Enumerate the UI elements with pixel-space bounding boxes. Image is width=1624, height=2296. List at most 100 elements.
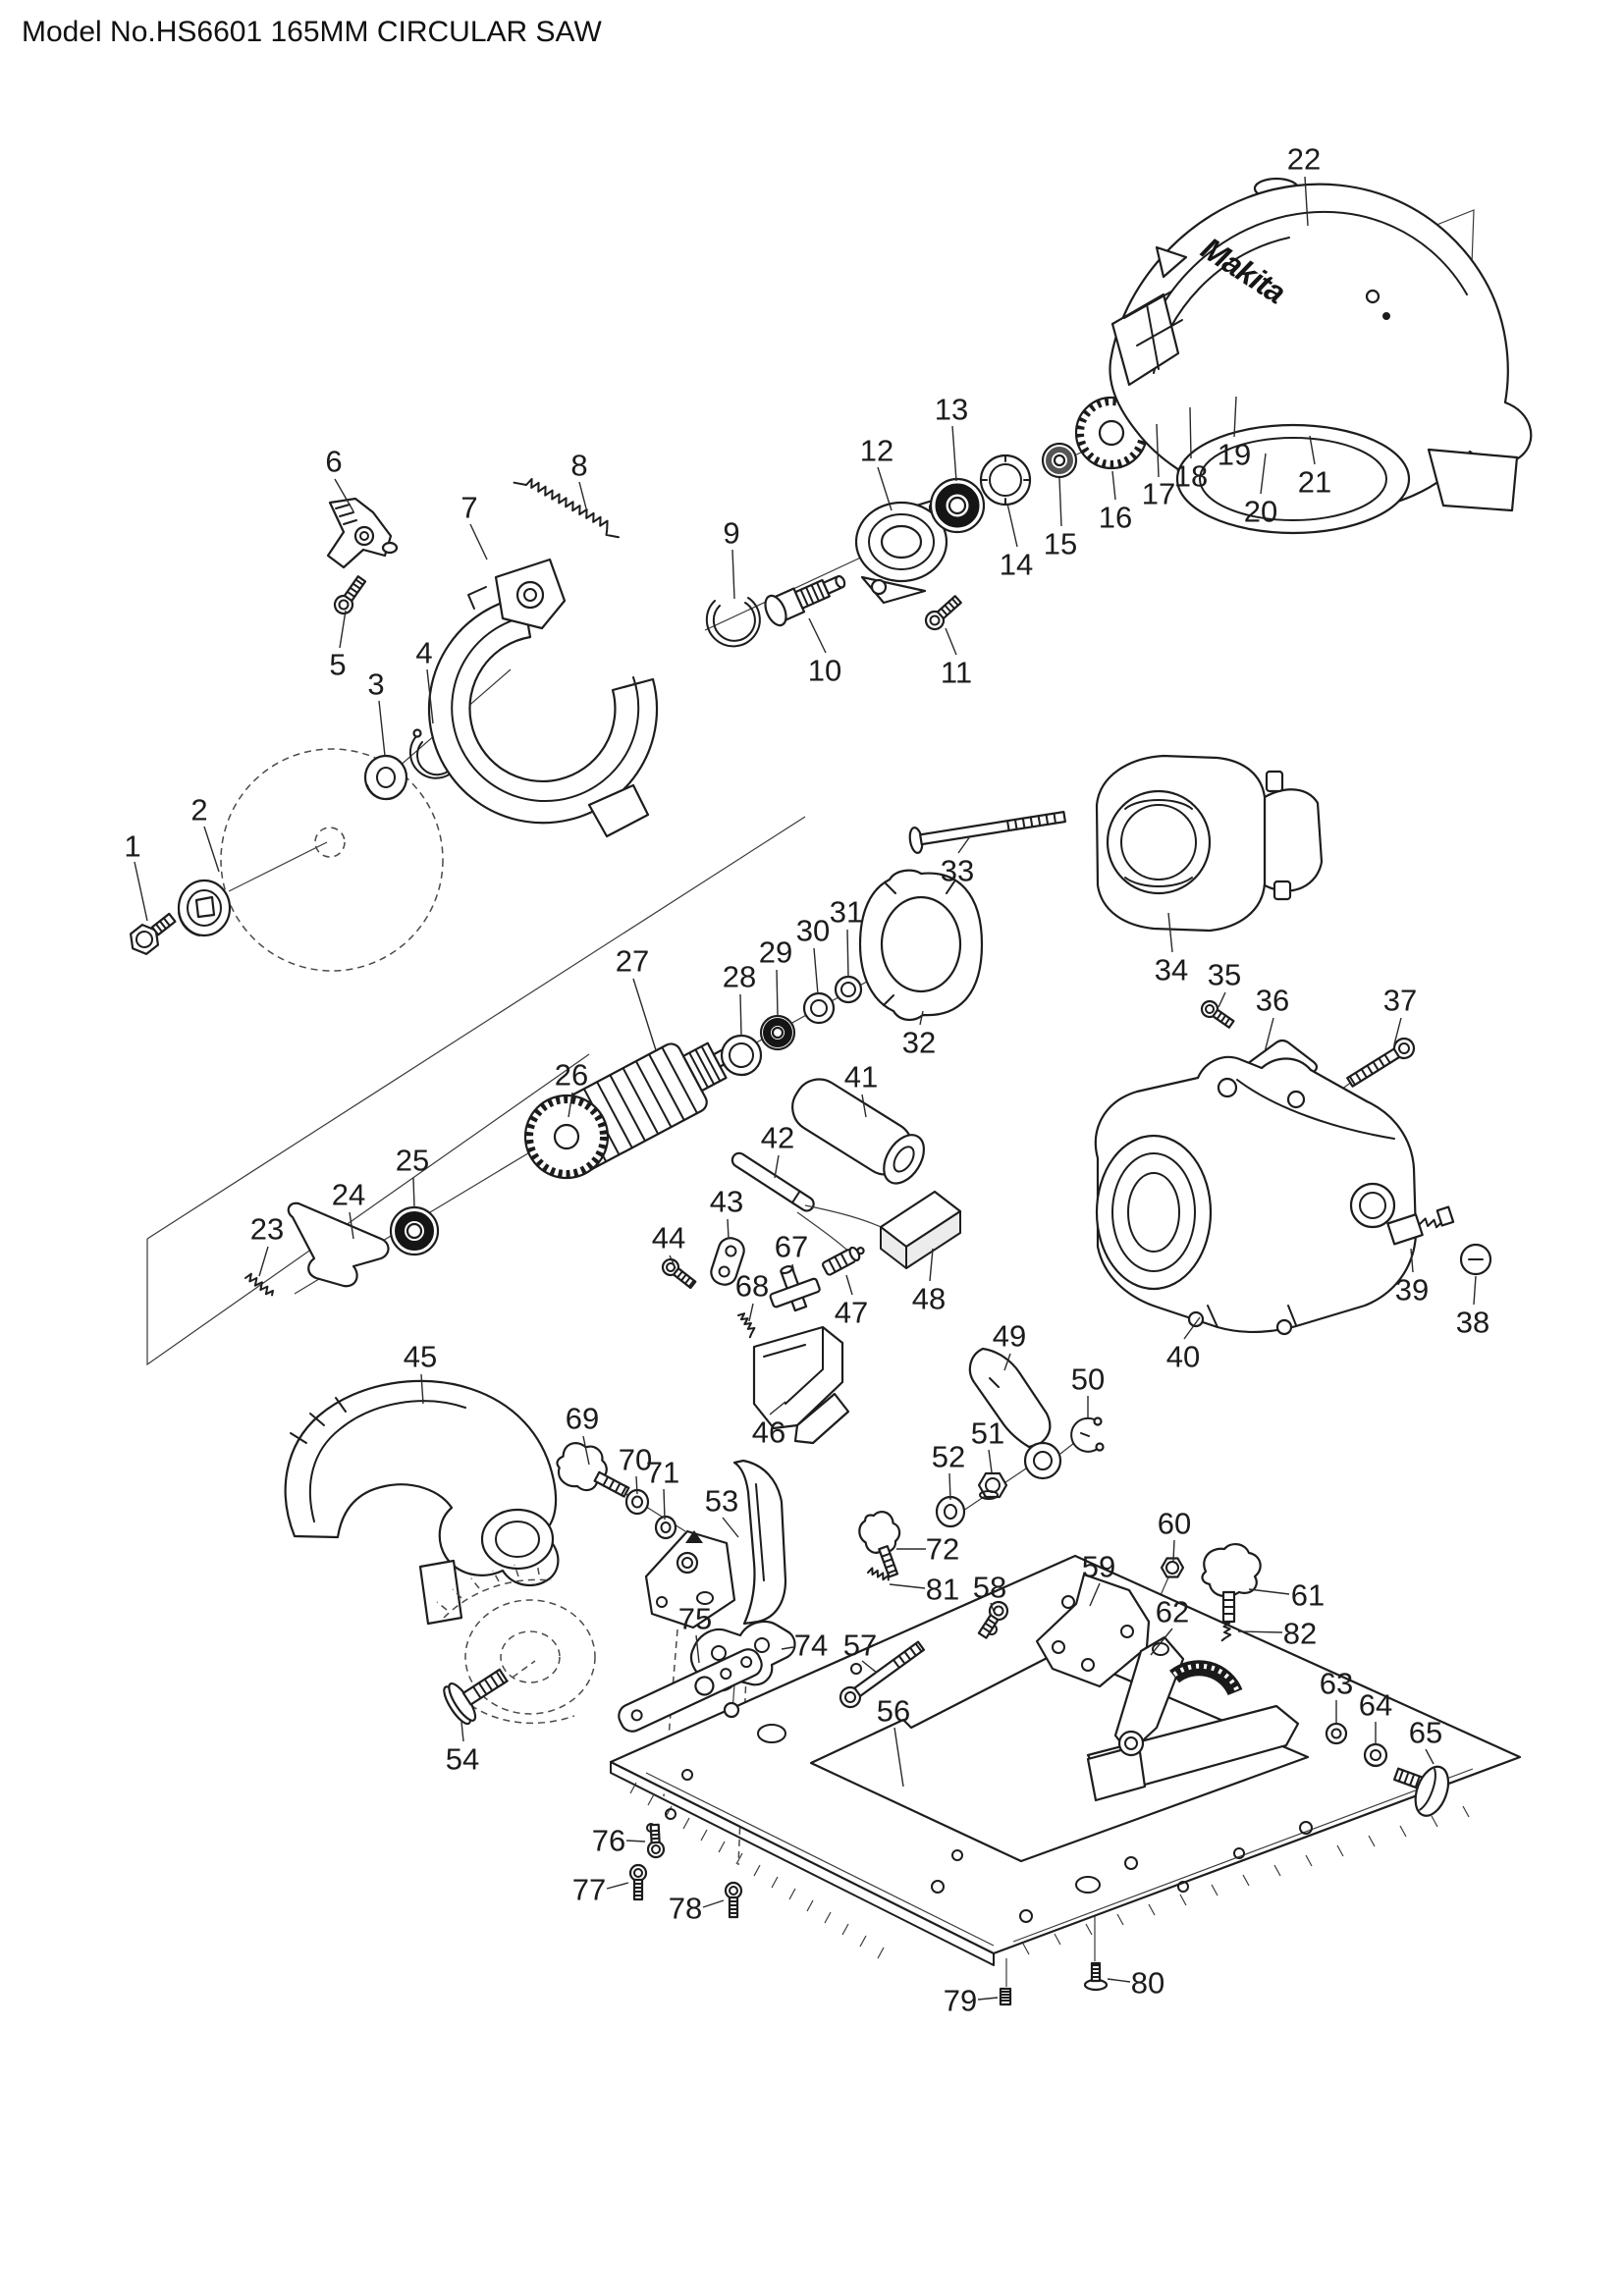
part-label-48: 48 (912, 1282, 946, 1316)
leader-line-29 (776, 969, 779, 1017)
leader-line-54 (460, 1721, 464, 1742)
part-label-70: 70 (619, 1443, 652, 1477)
leader-line-4 (426, 668, 434, 724)
leader-lines (134, 176, 1477, 2001)
part-label-14: 14 (1000, 548, 1033, 582)
part-label-8: 8 (570, 449, 587, 483)
leader-line-2 (203, 826, 220, 873)
connector-47-drawing (822, 1246, 865, 1276)
part-label-72: 72 (926, 1532, 959, 1567)
leader-line-62 (1150, 1628, 1173, 1656)
leader-line-44 (669, 1255, 677, 1269)
spring-8-drawing (513, 477, 620, 539)
screw-11-drawing (924, 595, 962, 631)
leader-line-41 (861, 1094, 867, 1118)
screw-80-drawing (1083, 1961, 1109, 1992)
part-label-28: 28 (723, 960, 756, 994)
part-label-49: 49 (993, 1319, 1026, 1354)
leader-line-74 (781, 1646, 794, 1650)
part-label-82: 82 (1283, 1617, 1317, 1651)
part-label-17: 17 (1142, 477, 1175, 511)
outer-flange-drawing (177, 879, 232, 937)
leader-line-9 (731, 549, 735, 600)
part-label-31: 31 (830, 895, 863, 930)
leader-line-13 (951, 425, 957, 482)
leader-line-65 (1425, 1748, 1435, 1765)
leader-line-16 (1111, 470, 1116, 501)
washer-70-drawing (624, 1488, 650, 1516)
part-label-52: 52 (932, 1440, 965, 1474)
part-label-39: 39 (1395, 1273, 1429, 1308)
screw-37-drawing (1346, 1037, 1416, 1088)
retainer-14-drawing (979, 454, 1032, 507)
part-label-26: 26 (555, 1058, 588, 1093)
saw-blade-ghost (220, 748, 444, 972)
blade-case-drawing: Makita (1109, 177, 1533, 535)
leader-line-76 (625, 1840, 646, 1842)
leader-line-71 (663, 1488, 666, 1521)
part-label-35: 35 (1208, 958, 1241, 992)
leader-line-11 (945, 627, 957, 656)
leader-line-45 (420, 1373, 424, 1405)
leader-line-27 (632, 978, 657, 1051)
leader-line-57 (861, 1660, 878, 1674)
leader-line-40 (1183, 1316, 1201, 1340)
spring-81-drawing (867, 1567, 890, 1581)
leader-line-79 (977, 1997, 999, 2001)
leader-line-60 (1172, 1539, 1175, 1562)
washer-71-drawing (654, 1515, 677, 1540)
leader-line-5 (339, 610, 347, 649)
leader-line-17 (1156, 423, 1160, 478)
leader-line-70 (635, 1475, 638, 1495)
page-title: Model No.HS6601 165MM CIRCULAR SAW (22, 16, 602, 48)
leader-line-21 (1309, 435, 1316, 465)
spring-82-drawing (1220, 1621, 1232, 1642)
part-label-79: 79 (944, 1984, 977, 2018)
part-label-34: 34 (1155, 953, 1188, 988)
part-label-27: 27 (616, 944, 649, 979)
part-label-77: 77 (572, 1873, 606, 1907)
leader-line-61 (1248, 1588, 1290, 1595)
leader-line-75 (695, 1634, 700, 1664)
bevel-guide-62-drawing (1086, 1635, 1300, 1802)
part-label-15: 15 (1044, 527, 1077, 561)
e-ring-50-drawing (1070, 1416, 1105, 1453)
part-label-3: 3 (367, 667, 384, 702)
part-label-19: 19 (1218, 438, 1251, 472)
leader-line-52 (948, 1472, 951, 1501)
leader-line-28 (739, 993, 742, 1037)
part-label-67: 67 (775, 1230, 808, 1264)
leader-line-38 (1473, 1275, 1477, 1306)
part-label-25: 25 (396, 1144, 429, 1178)
part-label-9: 9 (723, 516, 739, 551)
part-label-5: 5 (329, 648, 346, 682)
part-label-37: 37 (1383, 984, 1417, 1018)
part-label-81: 81 (926, 1573, 959, 1607)
part-label-51: 51 (971, 1416, 1004, 1451)
field-drawing (1095, 754, 1324, 933)
leader-line-30 (813, 947, 819, 995)
motor-housing-drawing (1094, 1055, 1418, 1336)
leader-line-39 (1410, 1248, 1414, 1273)
screw-76-drawing (646, 1823, 666, 1859)
part-label-23: 23 (250, 1212, 284, 1247)
leader-line-6 (334, 478, 354, 512)
part-label-1: 1 (124, 829, 140, 864)
leader-line-19 (1233, 396, 1237, 438)
washer-63-drawing (1325, 1722, 1348, 1745)
bearing-15-drawing (1041, 442, 1078, 479)
part-label-74: 74 (794, 1629, 828, 1663)
part-label-65: 65 (1409, 1716, 1442, 1750)
leader-line-42 (774, 1154, 780, 1179)
wing-bolt-72-drawing (858, 1511, 901, 1578)
part-label-59: 59 (1082, 1550, 1115, 1584)
part-label-2: 2 (190, 793, 207, 828)
ball-bearing-29-drawing (759, 1014, 796, 1051)
bolt-57-drawing (839, 1640, 926, 1709)
part-label-24: 24 (332, 1178, 365, 1212)
part-label-44: 44 (652, 1221, 685, 1255)
switch-stem-67-drawing (769, 1264, 821, 1312)
part-label-68: 68 (735, 1269, 769, 1304)
part-label-30: 30 (796, 914, 830, 948)
